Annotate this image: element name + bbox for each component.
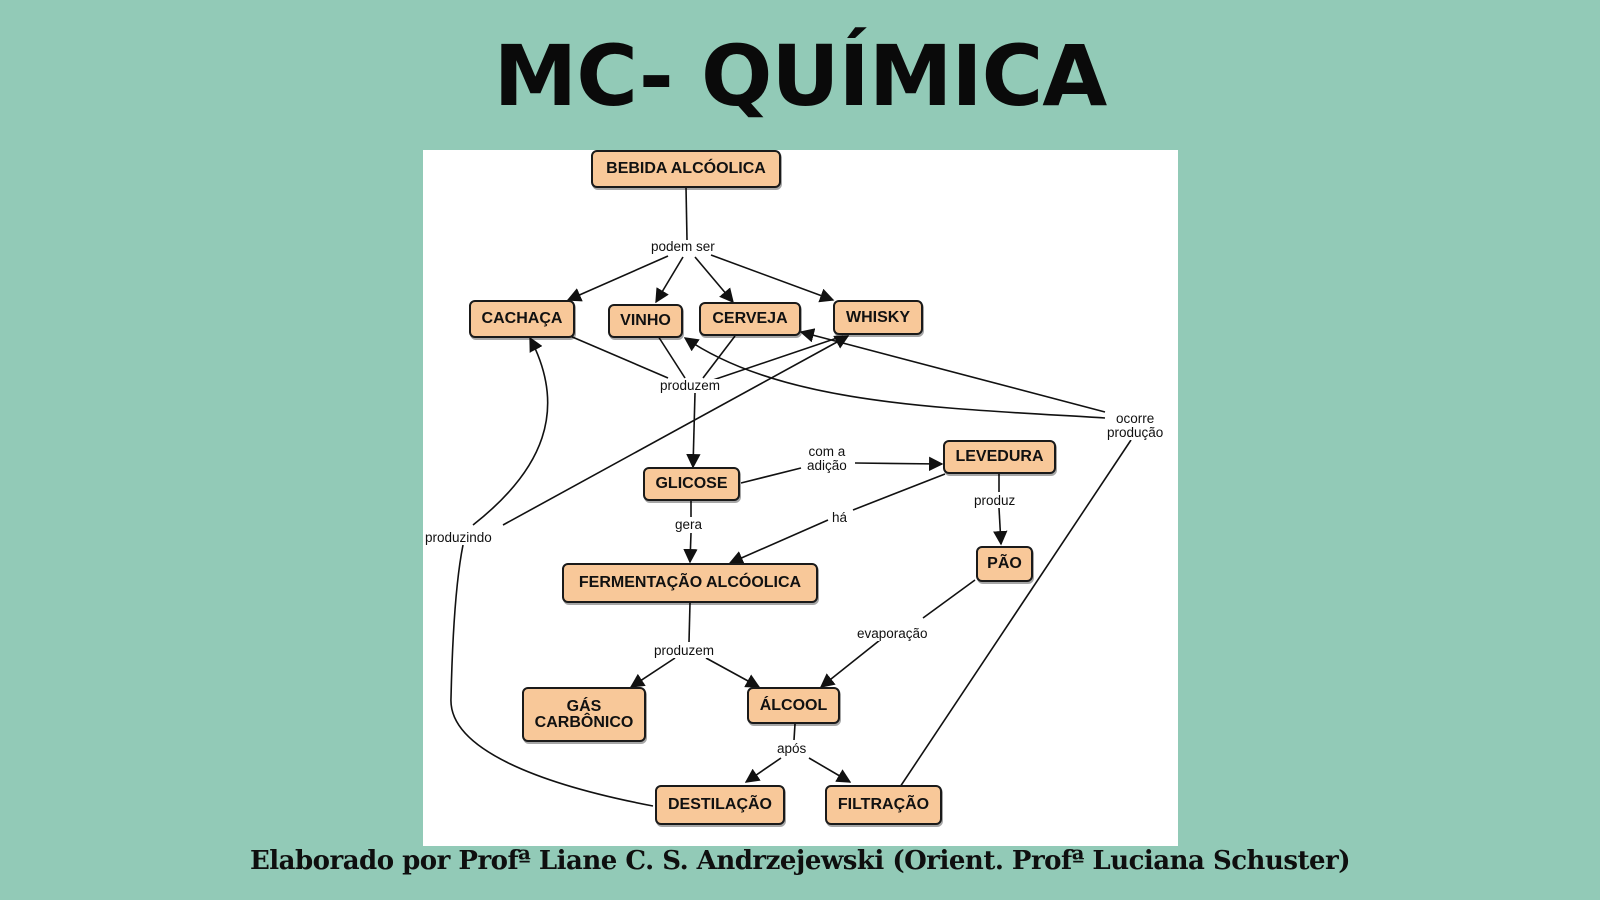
link-produzindo: produzindo bbox=[425, 530, 492, 545]
link-ha: há bbox=[832, 510, 848, 525]
link-produz: produz bbox=[974, 493, 1016, 508]
concept-map-connectors bbox=[450, 186, 1132, 807]
link-com-a-line2: adição bbox=[807, 458, 847, 473]
link-com-a-line1: com a bbox=[808, 444, 846, 459]
arrow bbox=[472, 336, 549, 526]
link-apos: após bbox=[777, 741, 807, 756]
connector bbox=[922, 579, 976, 619]
node-levedura: LEVEDURA bbox=[943, 440, 1056, 474]
link-ocorre-line1: ocorre bbox=[1116, 411, 1155, 426]
footer-credit: Elaborado por Profª Liane C. S. Andrzeje… bbox=[249, 846, 1351, 876]
page-title: MC- QUÍMICA bbox=[493, 27, 1108, 125]
arrow bbox=[819, 639, 881, 688]
arrow bbox=[655, 256, 684, 304]
arrow bbox=[502, 335, 850, 526]
node-filtracao: FILTRAÇÃO bbox=[825, 785, 942, 825]
connector bbox=[688, 602, 691, 643]
connector bbox=[897, 439, 1132, 791]
node-fermentacao-alcoolica: FERMENTAÇÃO ALCÓOLICA bbox=[562, 563, 818, 603]
arrow bbox=[705, 657, 761, 688]
node-glicose: GLICOSE bbox=[643, 467, 740, 501]
arrow bbox=[854, 456, 944, 472]
link-evaporacao: evaporação bbox=[857, 626, 928, 641]
arrow bbox=[799, 328, 1106, 413]
arrow bbox=[683, 337, 1106, 419]
node-alcool: ÁLCOOL bbox=[747, 687, 840, 724]
link-produzem-1: produzem bbox=[660, 378, 721, 393]
node-gas-carbonico: GÁS CARBÔNICO bbox=[522, 687, 646, 742]
connector bbox=[740, 467, 802, 484]
node-cerveja: CERVEJA bbox=[699, 302, 801, 336]
arrow bbox=[710, 254, 835, 303]
arrow bbox=[566, 255, 669, 302]
node-bebida-alcoolica: BEBIDA ALCÓOLICA bbox=[591, 150, 781, 188]
link-podem-ser: podem ser bbox=[651, 239, 715, 254]
link-com-a-adicao: com a adição bbox=[807, 445, 847, 473]
node-pao: PÃO bbox=[976, 546, 1033, 582]
link-ocorre-producao: ocorre produção bbox=[1107, 411, 1164, 440]
connector bbox=[712, 335, 844, 381]
arrow bbox=[744, 757, 782, 783]
connector bbox=[657, 335, 686, 379]
arrow bbox=[629, 657, 676, 688]
connector bbox=[793, 723, 796, 741]
link-gera: gera bbox=[675, 517, 703, 532]
node-gas-carbonico-line1: GÁS bbox=[566, 697, 602, 715]
node-vinho: VINHO bbox=[608, 304, 683, 338]
connector bbox=[569, 335, 669, 379]
link-ocorre-line2: produção bbox=[1107, 425, 1164, 440]
arrow bbox=[728, 519, 829, 565]
node-gas-carbonico-line2: CARBÔNICO bbox=[534, 713, 634, 731]
arrow bbox=[993, 507, 1008, 546]
arrow bbox=[808, 757, 852, 783]
arrow bbox=[683, 532, 698, 564]
arrow bbox=[686, 392, 701, 469]
connector bbox=[852, 473, 946, 511]
node-whisky: WHISKY bbox=[833, 300, 923, 335]
concept-map: BEBIDA ALCÓOLICA CACHAÇA VINHO CERVEJA W… bbox=[423, 150, 1178, 846]
connector bbox=[450, 544, 654, 807]
connector bbox=[685, 186, 688, 241]
node-destilacao: DESTILAÇÃO bbox=[655, 785, 785, 825]
node-cachaca: CACHAÇA bbox=[469, 300, 575, 338]
arrow bbox=[694, 256, 734, 304]
link-produzem-2: produzem bbox=[654, 643, 715, 658]
